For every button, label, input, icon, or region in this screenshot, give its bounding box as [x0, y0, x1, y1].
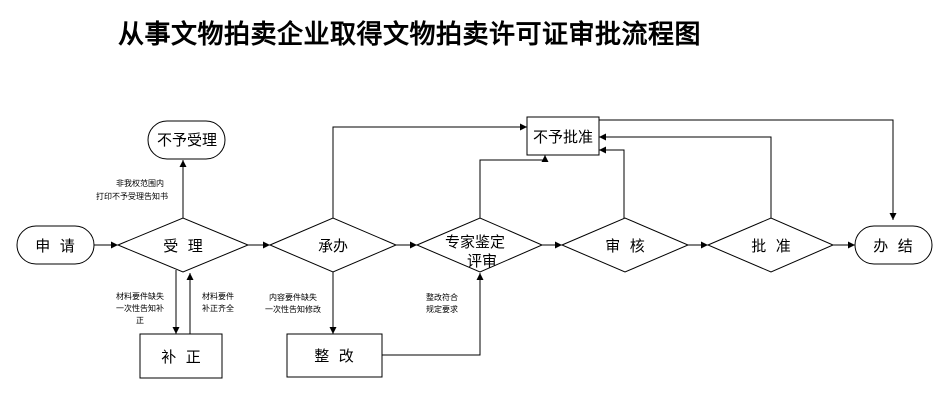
note-content-missing-2: 一次性告知修改	[265, 304, 321, 314]
node-accept-label: 受 理	[163, 237, 203, 255]
arrow-not-approved-to-complete	[599, 119, 897, 220]
node-not-approved-label: 不予批准	[533, 128, 593, 146]
node-approve: 批 准	[706, 217, 835, 273]
node-apply: 申 请	[16, 225, 95, 265]
note-content-missing-1: 内容要件缺失	[269, 292, 317, 302]
arrow-review-to-not-approved	[479, 155, 549, 220]
note-materials-incomplete-1: 材料要件缺失	[116, 291, 164, 301]
arrow-undertake-to-not-approved	[332, 123, 527, 220]
node-expert-review-label-1: 专家鉴定	[445, 233, 505, 251]
node-rectify: 整 改	[286, 333, 383, 378]
node-rectify-label: 整 改	[314, 347, 354, 365]
node-examine-label: 审 核	[605, 237, 645, 255]
note-rectified-2: 规定要求	[426, 304, 458, 314]
node-complete: 办 结	[854, 225, 933, 265]
note-rectified-1: 整改符合	[426, 292, 458, 302]
node-expert-review: 专家鉴定 评审	[415, 217, 544, 273]
node-not-accepted-label: 不予受理	[157, 131, 217, 149]
node-supplement-label: 补 正	[161, 348, 201, 366]
connectors	[94, 119, 897, 356]
node-apply-label: 申 请	[35, 237, 75, 255]
note-out-of-scope-1: 非我权范围内	[116, 178, 164, 188]
arrow-rectify-to-review	[382, 273, 484, 356]
note-out-of-scope-2: 打印不予受理告知书	[96, 191, 168, 201]
edge-notes: 非我权范围内 打印不予受理告知书 材料要件缺失 一次性告知补 正 材料要件 补正…	[96, 178, 458, 325]
node-not-approved: 不予批准	[526, 116, 600, 156]
node-supplement: 补 正	[139, 333, 223, 379]
node-not-accepted: 不予受理	[147, 120, 226, 160]
node-undertake: 承办	[268, 217, 398, 273]
arrow-examine-to-not-approved	[599, 146, 625, 220]
node-examine: 审 核	[560, 217, 690, 273]
note-materials-complete-2: 补正齐全	[202, 303, 234, 313]
node-complete-label: 办 结	[873, 237, 913, 255]
node-accept: 受 理	[116, 217, 250, 273]
node-expert-review-label-2: 评审	[467, 252, 497, 270]
note-materials-incomplete-2: 一次性告知补	[116, 303, 164, 313]
arrow-approve-to-not-approved	[599, 133, 772, 220]
node-undertake-label: 承办	[318, 237, 348, 255]
note-materials-incomplete-3: 正	[136, 316, 144, 325]
note-materials-complete-1: 材料要件	[202, 291, 234, 301]
page-title: 从事文物拍卖企业取得文物拍卖许可证审批流程图	[118, 20, 702, 50]
node-approve-label: 批 准	[751, 237, 791, 255]
